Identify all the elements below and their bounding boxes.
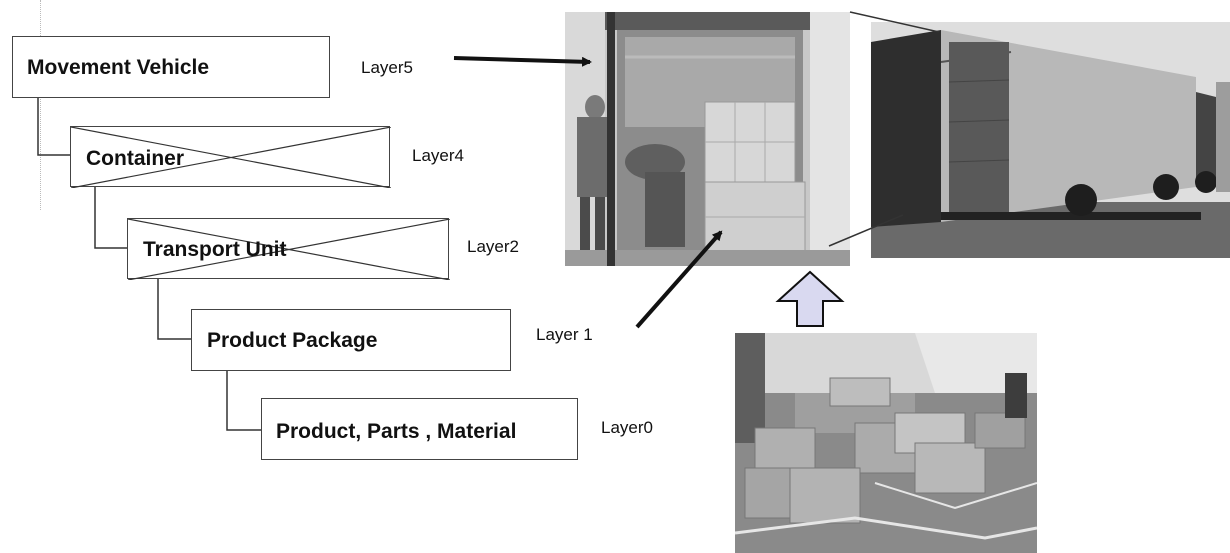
up-arrow-icon bbox=[775, 270, 845, 327]
movement-vehicle-label: Movement Vehicle bbox=[27, 56, 210, 79]
transport-unit-label: Transport Unit bbox=[143, 238, 287, 261]
transport-unit-box bbox=[127, 218, 450, 280]
container-box bbox=[70, 126, 391, 188]
product-package-box bbox=[191, 309, 511, 371]
layer4-label: Layer4 bbox=[412, 146, 464, 165]
guide-line bbox=[40, 0, 41, 210]
truck-photo bbox=[871, 22, 1230, 258]
layer0-label: Layer0 bbox=[601, 418, 653, 437]
layer5-label: Layer5 bbox=[361, 58, 413, 77]
loading-photo bbox=[565, 12, 850, 266]
warehouse-photo bbox=[735, 333, 1037, 553]
cross-mark-icon bbox=[128, 219, 450, 280]
cross-mark-icon bbox=[71, 127, 391, 188]
product-package-label: Product Package bbox=[207, 329, 378, 352]
container-label: Container bbox=[86, 147, 185, 170]
layer1-label: Layer 1 bbox=[536, 325, 593, 344]
product-parts-material-label: Product, Parts , Material bbox=[276, 420, 517, 443]
product-parts-material-box bbox=[261, 398, 578, 460]
layer2-label: Layer2 bbox=[467, 237, 519, 256]
movement-vehicle-box bbox=[12, 36, 330, 98]
